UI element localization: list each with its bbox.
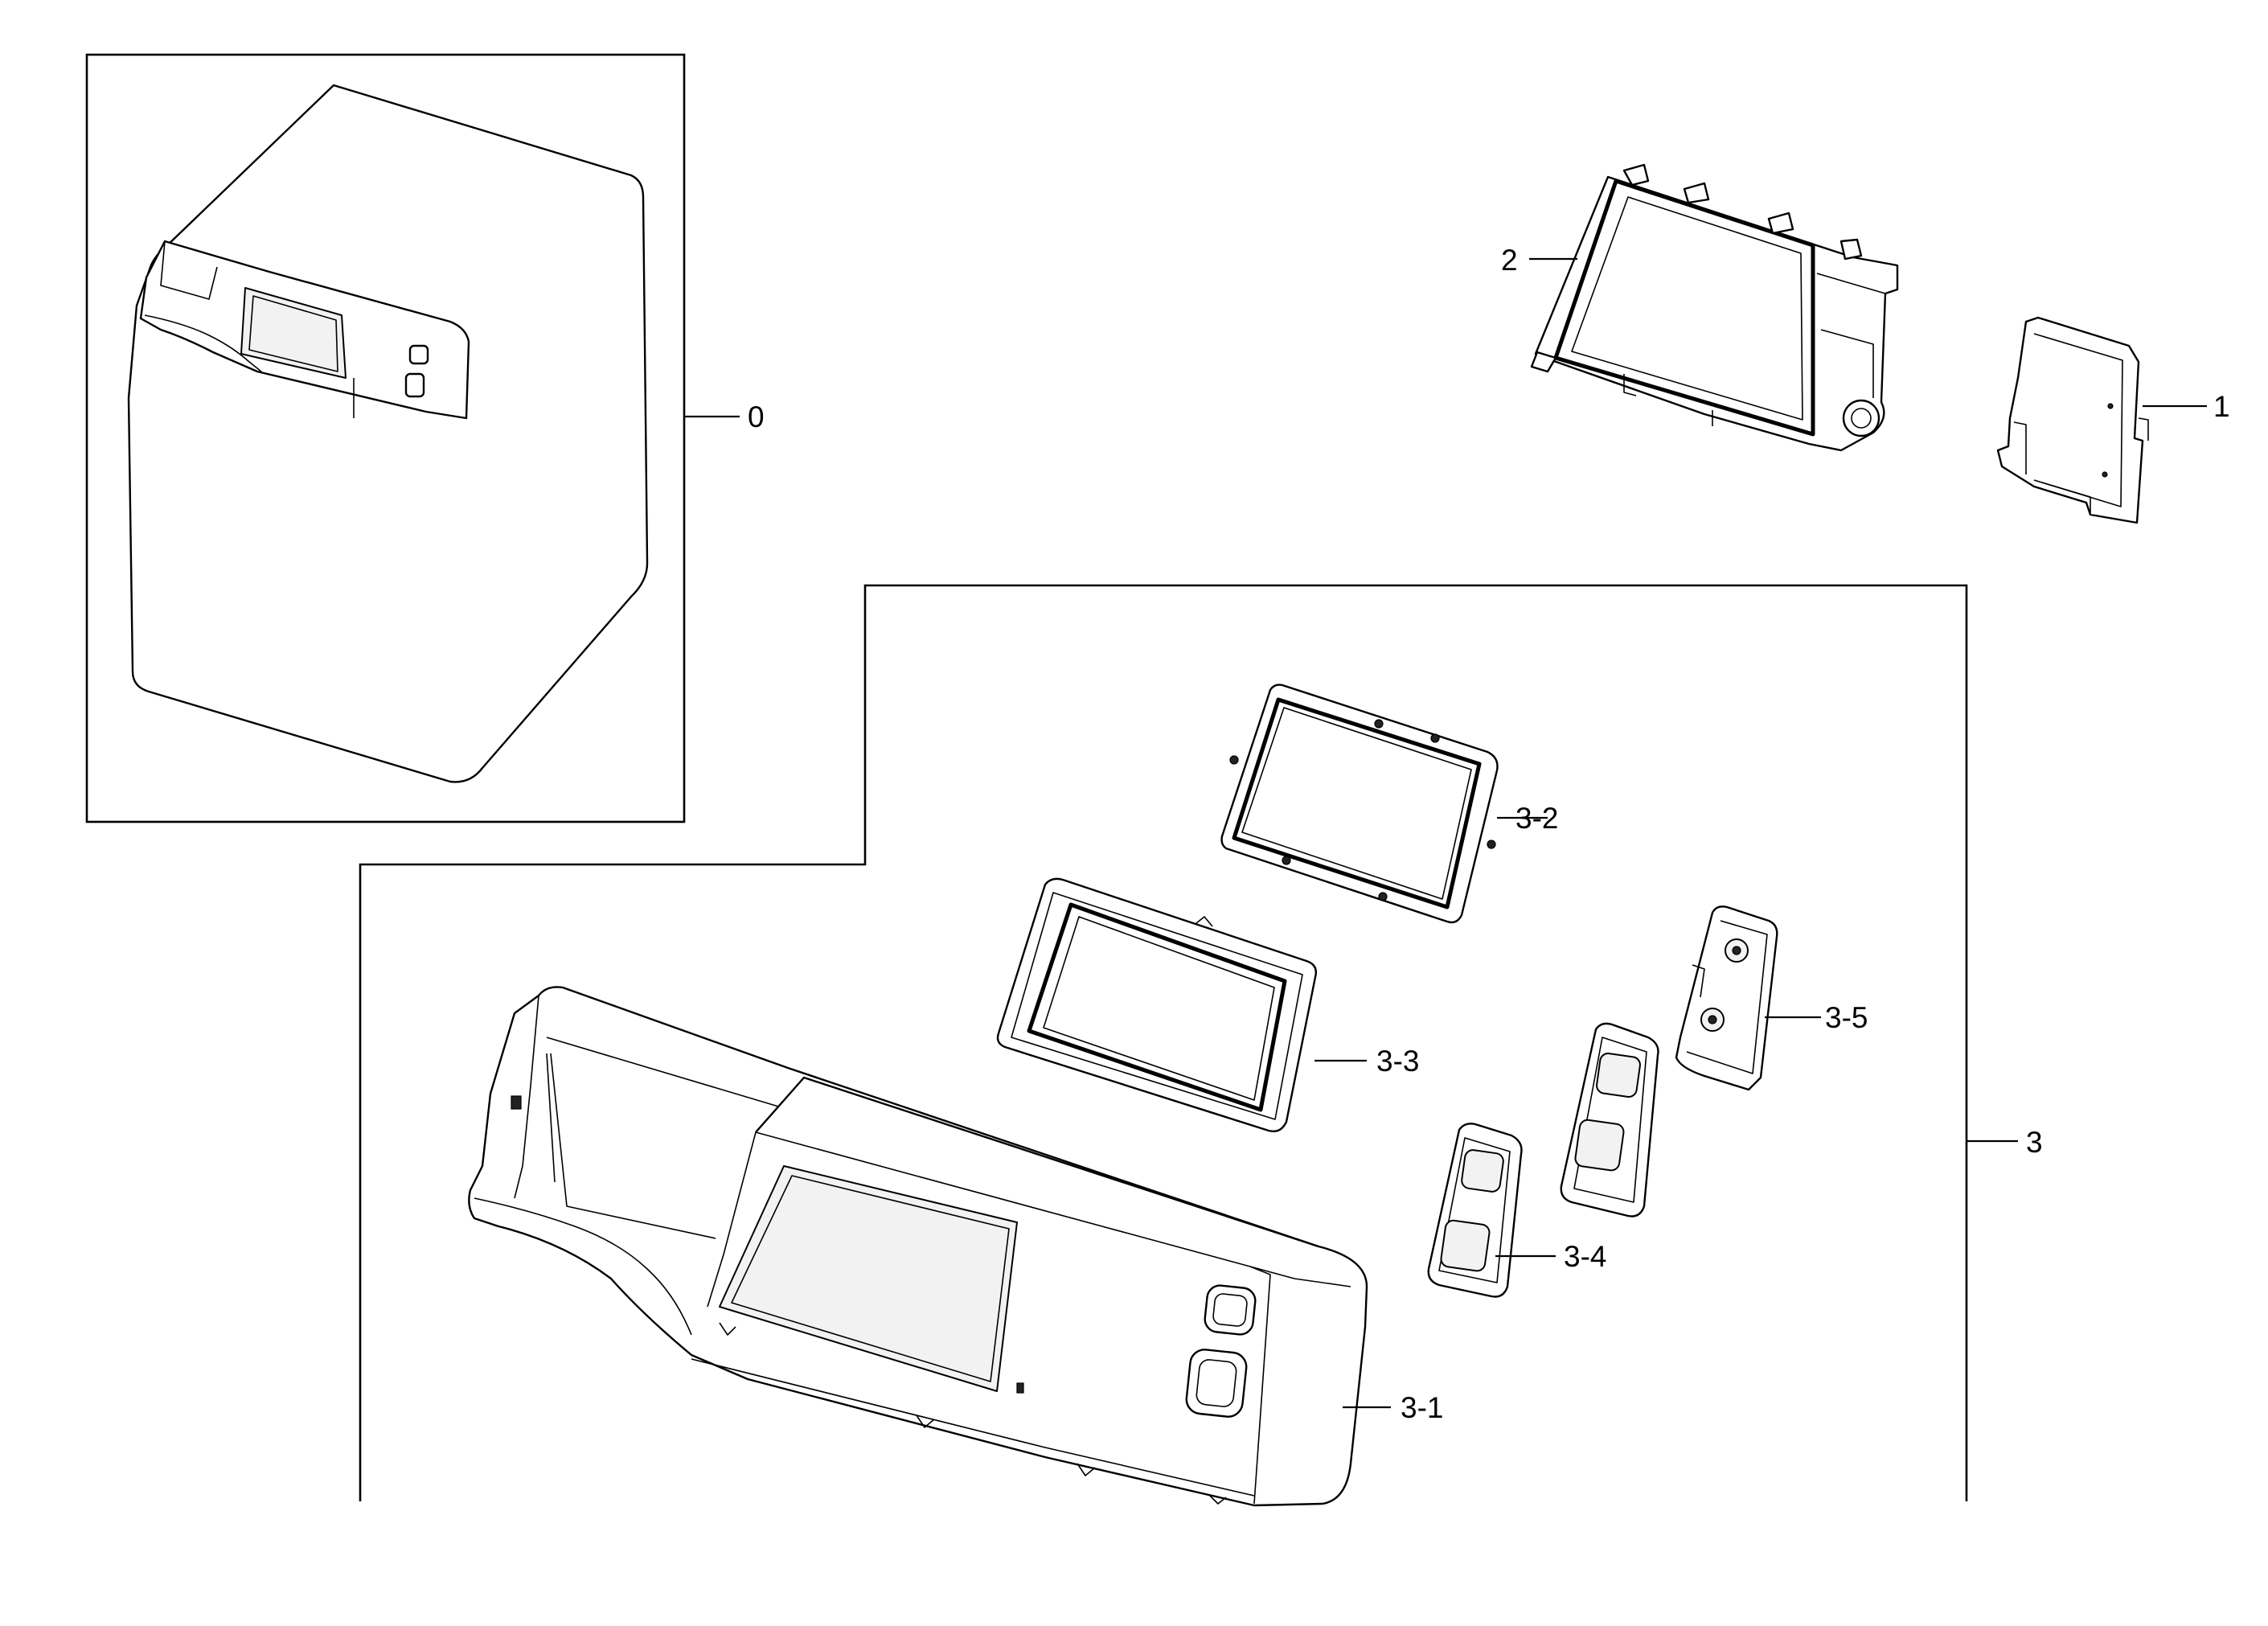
button-plate-lower [1427,1123,1523,1298]
display-window-miniature [240,287,347,379]
lower-button-recess [1185,1349,1248,1418]
callout-3-3: 3-3 [1376,1045,1419,1078]
assembly-frame [85,53,686,823]
callout-3-1: 3-1 [1401,1391,1443,1424]
washer-assembly [127,84,649,783]
button-plate-upper [1560,1022,1659,1217]
display-pcb-assembly [1530,163,1899,452]
callout-3: 3 [2026,1126,2043,1159]
window-gasket [996,877,1318,1133]
callout-2: 2 [1501,244,1518,277]
control-panel-frame [359,584,1968,1501]
button-holder [1675,905,1778,1091]
callout-0: 0 [748,400,765,433]
callout-3-5: 3-5 [1825,1001,1868,1034]
callout-1: 1 [2213,390,2230,423]
control-panel-window [719,1165,1018,1392]
control-panel [468,986,1368,1507]
washer-cabinet [127,84,649,783]
callout-3-4: 3-4 [1564,1240,1606,1273]
pcb-bracket [1996,316,2149,524]
display-screen [1553,179,1815,437]
upper-button-recess [1204,1284,1257,1336]
display-window-frame [1220,684,1499,924]
callout-3-2: 3-2 [1515,802,1558,835]
